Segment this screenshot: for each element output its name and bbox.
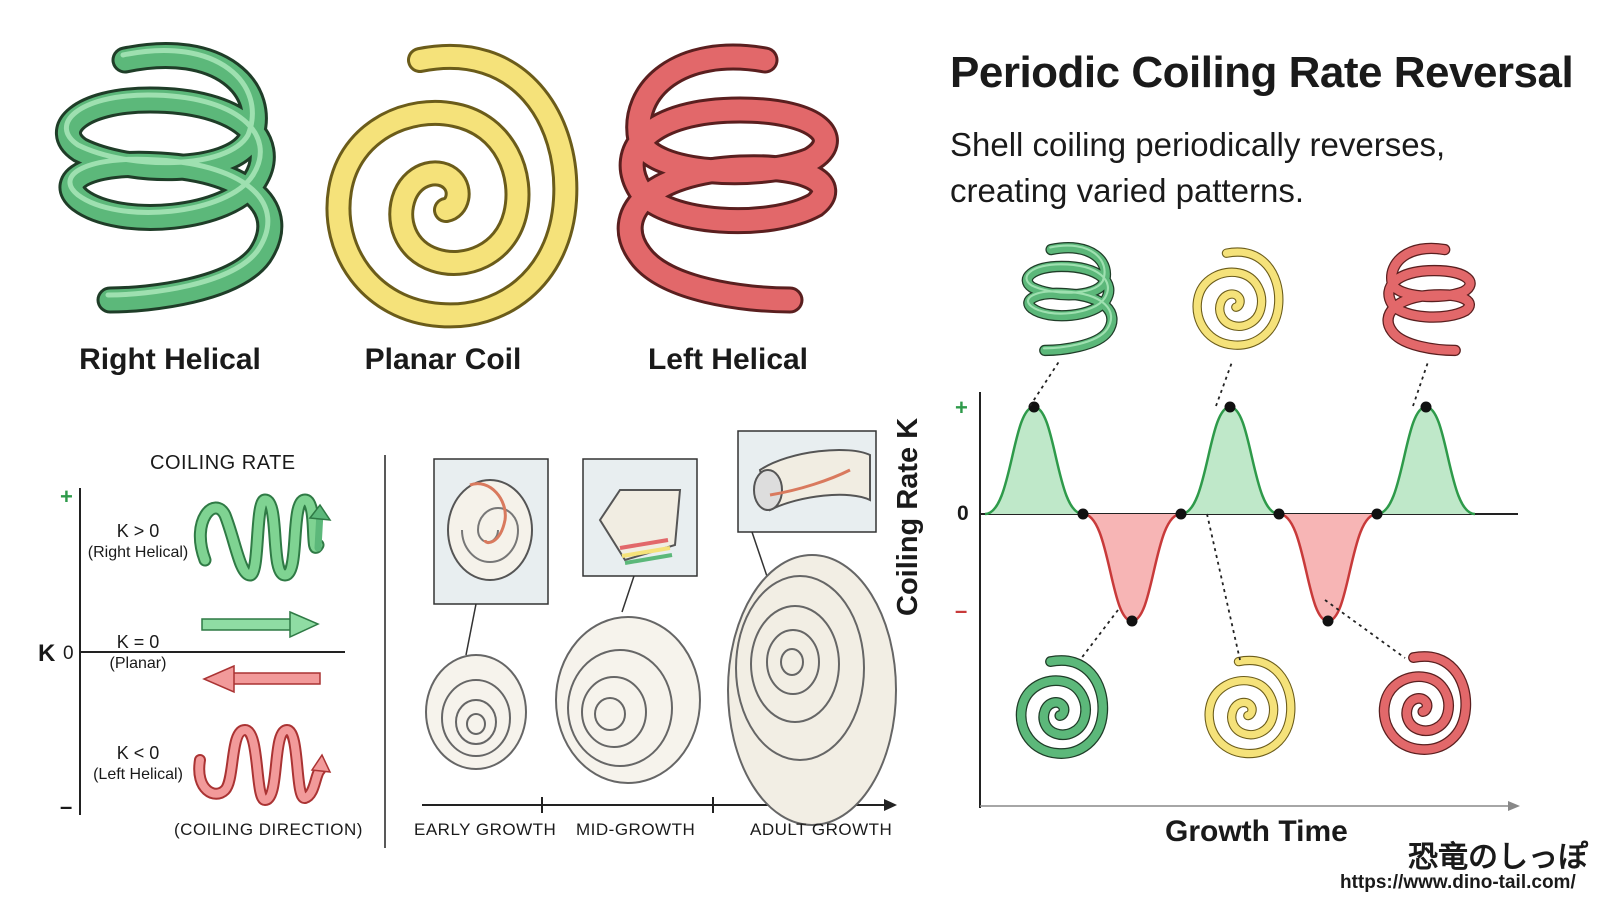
right-helix-spring-icon: [193, 493, 332, 582]
chart-connector-lines: [1029, 359, 1429, 661]
chart-x-arrowhead: [1508, 801, 1520, 811]
k-negative-desc: (Left Helical): [93, 766, 183, 783]
chart-y-axis-label: Coiling Rate K: [892, 417, 924, 616]
chart-peak-point: [1028, 401, 1040, 413]
k-positive-desc: (Right Helical): [87, 544, 189, 561]
timeline-arrowhead: [884, 799, 897, 811]
chart-negative-area: [1083, 514, 1181, 621]
page-subtitle: Shell coiling periodically reverses, cre…: [950, 126, 1446, 209]
chart-positive-area: [985, 407, 1083, 514]
chart-planar-icon-top: [1197, 252, 1279, 345]
chart-zero-crossing-point: [1077, 508, 1089, 520]
stage-mid-label: MID-GROWTH: [576, 820, 696, 839]
chart-series-layer: [984, 401, 1476, 627]
chart-x-axis-label: Growth Time: [1165, 815, 1348, 848]
chart-red-planar-icon: [1378, 651, 1472, 755]
k-positive-value: K > 0: [116, 521, 160, 541]
adult-inset-tube-icon: [753, 449, 871, 512]
adult-growth-ammonite-icon: [727, 554, 897, 826]
k-negative-label: K < 0 (Left Helical): [78, 742, 198, 786]
left-helix-spring-icon: [193, 723, 332, 807]
left-helical-label: Left Helical: [647, 343, 809, 376]
chart-negative-area: [1279, 514, 1377, 621]
coiling-direction-label: (COILING DIRECTION): [174, 820, 363, 839]
chart-zero-crossing-point: [1175, 508, 1187, 520]
growth-stages-panel: [422, 430, 897, 826]
chart-green-planar-icon: [1015, 655, 1109, 759]
left-helical-coil-illustration: [630, 57, 825, 300]
stage-early-label: EARLY GROWTH: [414, 820, 557, 839]
chart-left-helix-icon: [1388, 248, 1470, 350]
chart-zero-crossing-point: [1273, 508, 1285, 520]
planar-coil-illustration: [338, 57, 565, 316]
k-positive-label: K > 0 (Right Helical): [78, 520, 198, 564]
rate-minus-sign: –: [60, 794, 73, 819]
chart-positive-area: [1377, 407, 1475, 514]
chart-zero-crossing-point: [1371, 508, 1383, 520]
early-growth-ammonite-icon: [425, 654, 527, 770]
chart-trough-point: [1322, 615, 1334, 627]
chart-positive-area: [1181, 407, 1279, 514]
coiling-rate-chart: [979, 246, 1520, 811]
k-zero-value: 0: [63, 643, 74, 664]
chart-peak-point: [1224, 401, 1236, 413]
chart-peak-point: [1420, 401, 1432, 413]
k-zero-value-label: K = 0: [116, 632, 160, 652]
mid-inset-shell-icon: [598, 489, 682, 565]
chart-plus-tick: +: [955, 395, 968, 420]
k-negative-value: K < 0: [116, 743, 160, 763]
right-helical-label: Right Helical: [79, 343, 261, 376]
k-zero-desc: (Planar): [109, 655, 167, 672]
rate-plus-sign: +: [60, 484, 73, 509]
chart-yellow-planar-icon: [1209, 660, 1291, 753]
left-arrow-icon: [202, 664, 321, 694]
early-inset-shell-icon: [447, 479, 533, 581]
k-axis-letter: K: [38, 640, 56, 667]
mid-growth-ammonite-icon: [555, 616, 701, 784]
chart-trough-point: [1126, 615, 1138, 627]
page-title: Periodic Coiling Rate Reversal: [950, 48, 1574, 97]
k-zero-label: K = 0 (Planar): [78, 631, 198, 675]
coiling-rate-title: COILING RATE: [150, 452, 296, 474]
chart-minus-tick: –: [955, 598, 968, 623]
planar-coil-label: Planar Coil: [364, 343, 522, 376]
right-arrow-icon: [201, 610, 320, 639]
stage-adult-label: ADULT GROWTH: [750, 820, 893, 839]
chart-right-helix-icon: [1026, 246, 1111, 351]
brand-url: https://www.dino-tail.com/: [1340, 872, 1576, 893]
chart-zero-tick: 0: [957, 502, 969, 525]
right-helical-coil-illustration: [66, 50, 269, 300]
brand-logo-text: 恐竜のしっぽ: [1408, 841, 1588, 874]
coiling-rate-panel: [79, 455, 386, 848]
